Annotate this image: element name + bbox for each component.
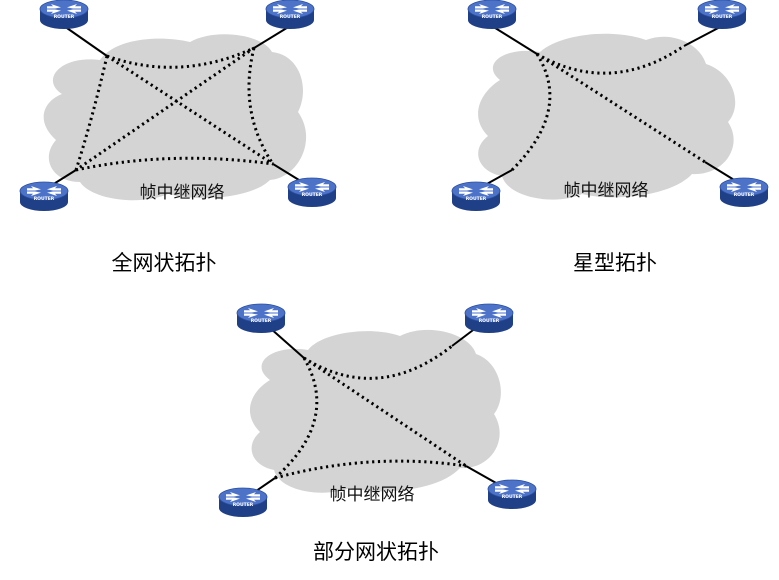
svg-text:ROUTER: ROUTER bbox=[502, 494, 523, 500]
cloud-label: 帧中继网络 bbox=[140, 183, 225, 203]
svg-text:ROUTER: ROUTER bbox=[54, 14, 75, 20]
router-icon: ROUTER bbox=[451, 181, 501, 212]
link-tr bbox=[253, 25, 291, 49]
router-icon: ROUTER bbox=[697, 0, 747, 30]
svg-text:ROUTER: ROUTER bbox=[479, 318, 500, 324]
router-icon: ROUTER bbox=[19, 181, 69, 212]
frame-relay-cloud bbox=[43, 34, 307, 201]
pvc-bl-br bbox=[274, 459, 467, 480]
pvc-bl-br bbox=[75, 156, 274, 172]
router-icon: ROUTER bbox=[287, 177, 337, 208]
pvc-tl-bl bbox=[274, 357, 319, 480]
svg-text:ROUTER: ROUTER bbox=[482, 14, 503, 20]
partial-mesh-diagram: 帧中继网络 ROUTER ROUTER ROUTER ROUTER 部分网状拓扑 bbox=[218, 303, 537, 564]
router-icon: ROUTER bbox=[218, 487, 268, 518]
diagram-caption: 全网状拓扑 bbox=[112, 251, 217, 275]
pvc-tl-tr bbox=[106, 46, 255, 69]
router-icon: ROUTER bbox=[265, 0, 315, 30]
router-icon: ROUTER bbox=[39, 0, 89, 30]
svg-text:ROUTER: ROUTER bbox=[233, 502, 254, 508]
diagram-caption: 部分网状拓扑 bbox=[313, 540, 439, 564]
router-icon: ROUTER bbox=[464, 303, 514, 334]
svg-text:ROUTER: ROUTER bbox=[280, 14, 301, 20]
svg-text:ROUTER: ROUTER bbox=[734, 192, 755, 198]
pvc-hub-bl bbox=[510, 53, 552, 172]
svg-text:ROUTER: ROUTER bbox=[302, 192, 323, 198]
star-diagram: 帧中继网络 ROUTER ROUTER ROUTER ROUTER 星型拓扑 bbox=[451, 0, 769, 275]
svg-text:ROUTER: ROUTER bbox=[251, 318, 272, 324]
router-icon: ROUTER bbox=[467, 0, 517, 30]
pvc-tr-bl bbox=[75, 46, 255, 172]
pvc-hub-tr bbox=[536, 44, 685, 75]
svg-text:ROUTER: ROUTER bbox=[34, 196, 55, 202]
pvc-tl-bl bbox=[74, 55, 109, 171]
pvc-hub-br bbox=[536, 52, 706, 164]
diagram-caption: 星型拓扑 bbox=[573, 251, 657, 275]
link-tl bbox=[491, 25, 538, 55]
frame-relay-cloud bbox=[249, 329, 501, 493]
router-icon: ROUTER bbox=[236, 303, 286, 334]
svg-text:ROUTER: ROUTER bbox=[466, 196, 487, 202]
link-tr bbox=[683, 25, 723, 47]
frame-relay-cloud bbox=[478, 33, 736, 200]
cloud-label: 帧中继网络 bbox=[564, 181, 649, 201]
link-tl bbox=[63, 25, 108, 57]
svg-text:ROUTER: ROUTER bbox=[712, 14, 733, 20]
router-icon: ROUTER bbox=[487, 479, 537, 510]
cloud-label: 帧中继网络 bbox=[330, 485, 415, 505]
full-mesh-diagram: 帧中继网络 ROUTER ROUTER ROUTER ROUTER 全网状拓扑 bbox=[19, 0, 337, 275]
pvc-tl-br bbox=[106, 54, 274, 166]
router-icon: ROUTER bbox=[719, 177, 769, 208]
